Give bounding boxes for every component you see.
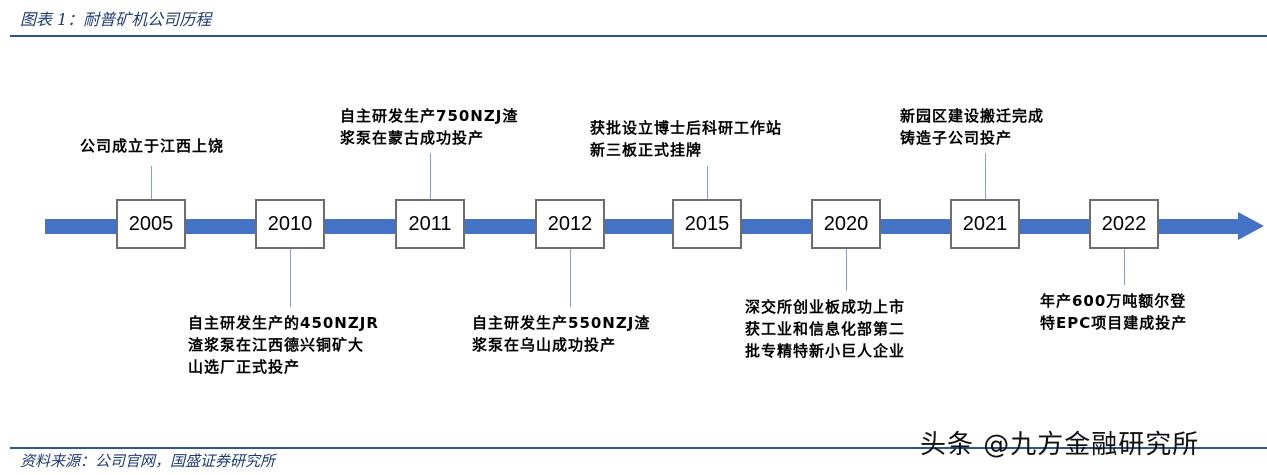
connector-2012 xyxy=(570,249,571,307)
year-box-2015: 2015 xyxy=(672,199,742,249)
event-2010-line-3: 山选厂正式投产 xyxy=(188,358,301,376)
year-box-2020: 2020 xyxy=(811,199,881,249)
connector-2015 xyxy=(707,166,708,199)
year-box-2012: 2012 xyxy=(535,199,605,249)
year-box-2010: 2010 xyxy=(255,199,325,249)
watermark: 头条 @九方金融研究所 xyxy=(920,430,1200,460)
connector-2010 xyxy=(290,249,291,307)
event-2011: 自主研发生产750NZJ渣 浆泵在蒙古成功投产 xyxy=(340,105,518,149)
event-2012: 自主研发生产550NZJ渣 浆泵在乌山成功投产 xyxy=(472,312,650,356)
connector-2021 xyxy=(985,153,986,199)
event-2020-line-3: 批专精特新小巨人企业 xyxy=(745,342,906,360)
bottom-divider xyxy=(10,447,1267,449)
year-box-2005: 2005 xyxy=(116,199,186,249)
event-2020: 深交所创业板成功上市 获工业和信息化部第二 批专精特新小巨人企业 xyxy=(745,296,905,362)
connector-2022 xyxy=(1124,249,1125,285)
event-2010-line-1: 自主研发生产的450NZJR xyxy=(188,314,379,332)
event-2015: 获批设立博士后科研工作站 新三板正式挂牌 xyxy=(590,117,782,161)
connector-2020 xyxy=(846,249,847,291)
event-2015-line-1: 获批设立博士后科研工作站 xyxy=(590,119,783,137)
event-2022-line-2: 特EPC项目建成投产 xyxy=(1040,314,1188,332)
event-2020-line-1: 深交所创业板成功上市 xyxy=(745,298,906,316)
event-2010: 自主研发生产的450NZJR 渣浆泵在江西德兴铜矿大 山选厂正式投产 xyxy=(188,312,379,378)
event-2011-line-1: 自主研发生产750NZJ渣 xyxy=(340,107,519,125)
event-2005-line-1: 公司成立于江西上饶 xyxy=(80,137,225,155)
event-2012-line-2: 浆泵在乌山成功投产 xyxy=(472,336,617,354)
event-2021-line-1: 新园区建设搬迁完成 xyxy=(900,107,1045,125)
event-2021: 新园区建设搬迁完成 铸造子公司投产 xyxy=(900,105,1044,149)
timeline-axis xyxy=(45,219,1242,234)
event-2022-line-1: 年产600万吨额尔登 xyxy=(1040,292,1187,310)
event-2020-line-2: 获工业和信息化部第二 xyxy=(745,320,906,338)
event-2012-line-1: 自主研发生产550NZJ渣 xyxy=(472,314,651,332)
event-2021-line-2: 铸造子公司投产 xyxy=(900,129,1013,147)
event-2015-line-2: 新三板正式挂牌 xyxy=(590,141,703,159)
connector-2011 xyxy=(430,153,431,199)
event-2022: 年产600万吨额尔登 特EPC项目建成投产 xyxy=(1040,290,1187,334)
event-2010-line-2: 渣浆泵在江西德兴铜矿大 xyxy=(188,336,365,354)
figure-title: 图表 1：耐普矿机公司历程 xyxy=(20,10,212,29)
event-2011-line-2: 浆泵在蒙古成功投产 xyxy=(340,129,485,147)
event-2005: 公司成立于江西上饶 xyxy=(80,135,224,157)
timeline-arrowhead-icon xyxy=(1238,212,1264,240)
connector-2005 xyxy=(151,166,152,199)
year-box-2021: 2021 xyxy=(950,199,1020,249)
top-divider xyxy=(10,35,1267,37)
year-box-2022: 2022 xyxy=(1089,199,1159,249)
year-box-2011: 2011 xyxy=(395,199,465,249)
source-note: 资料来源：公司官网，国盛证券研究所 xyxy=(20,452,276,470)
